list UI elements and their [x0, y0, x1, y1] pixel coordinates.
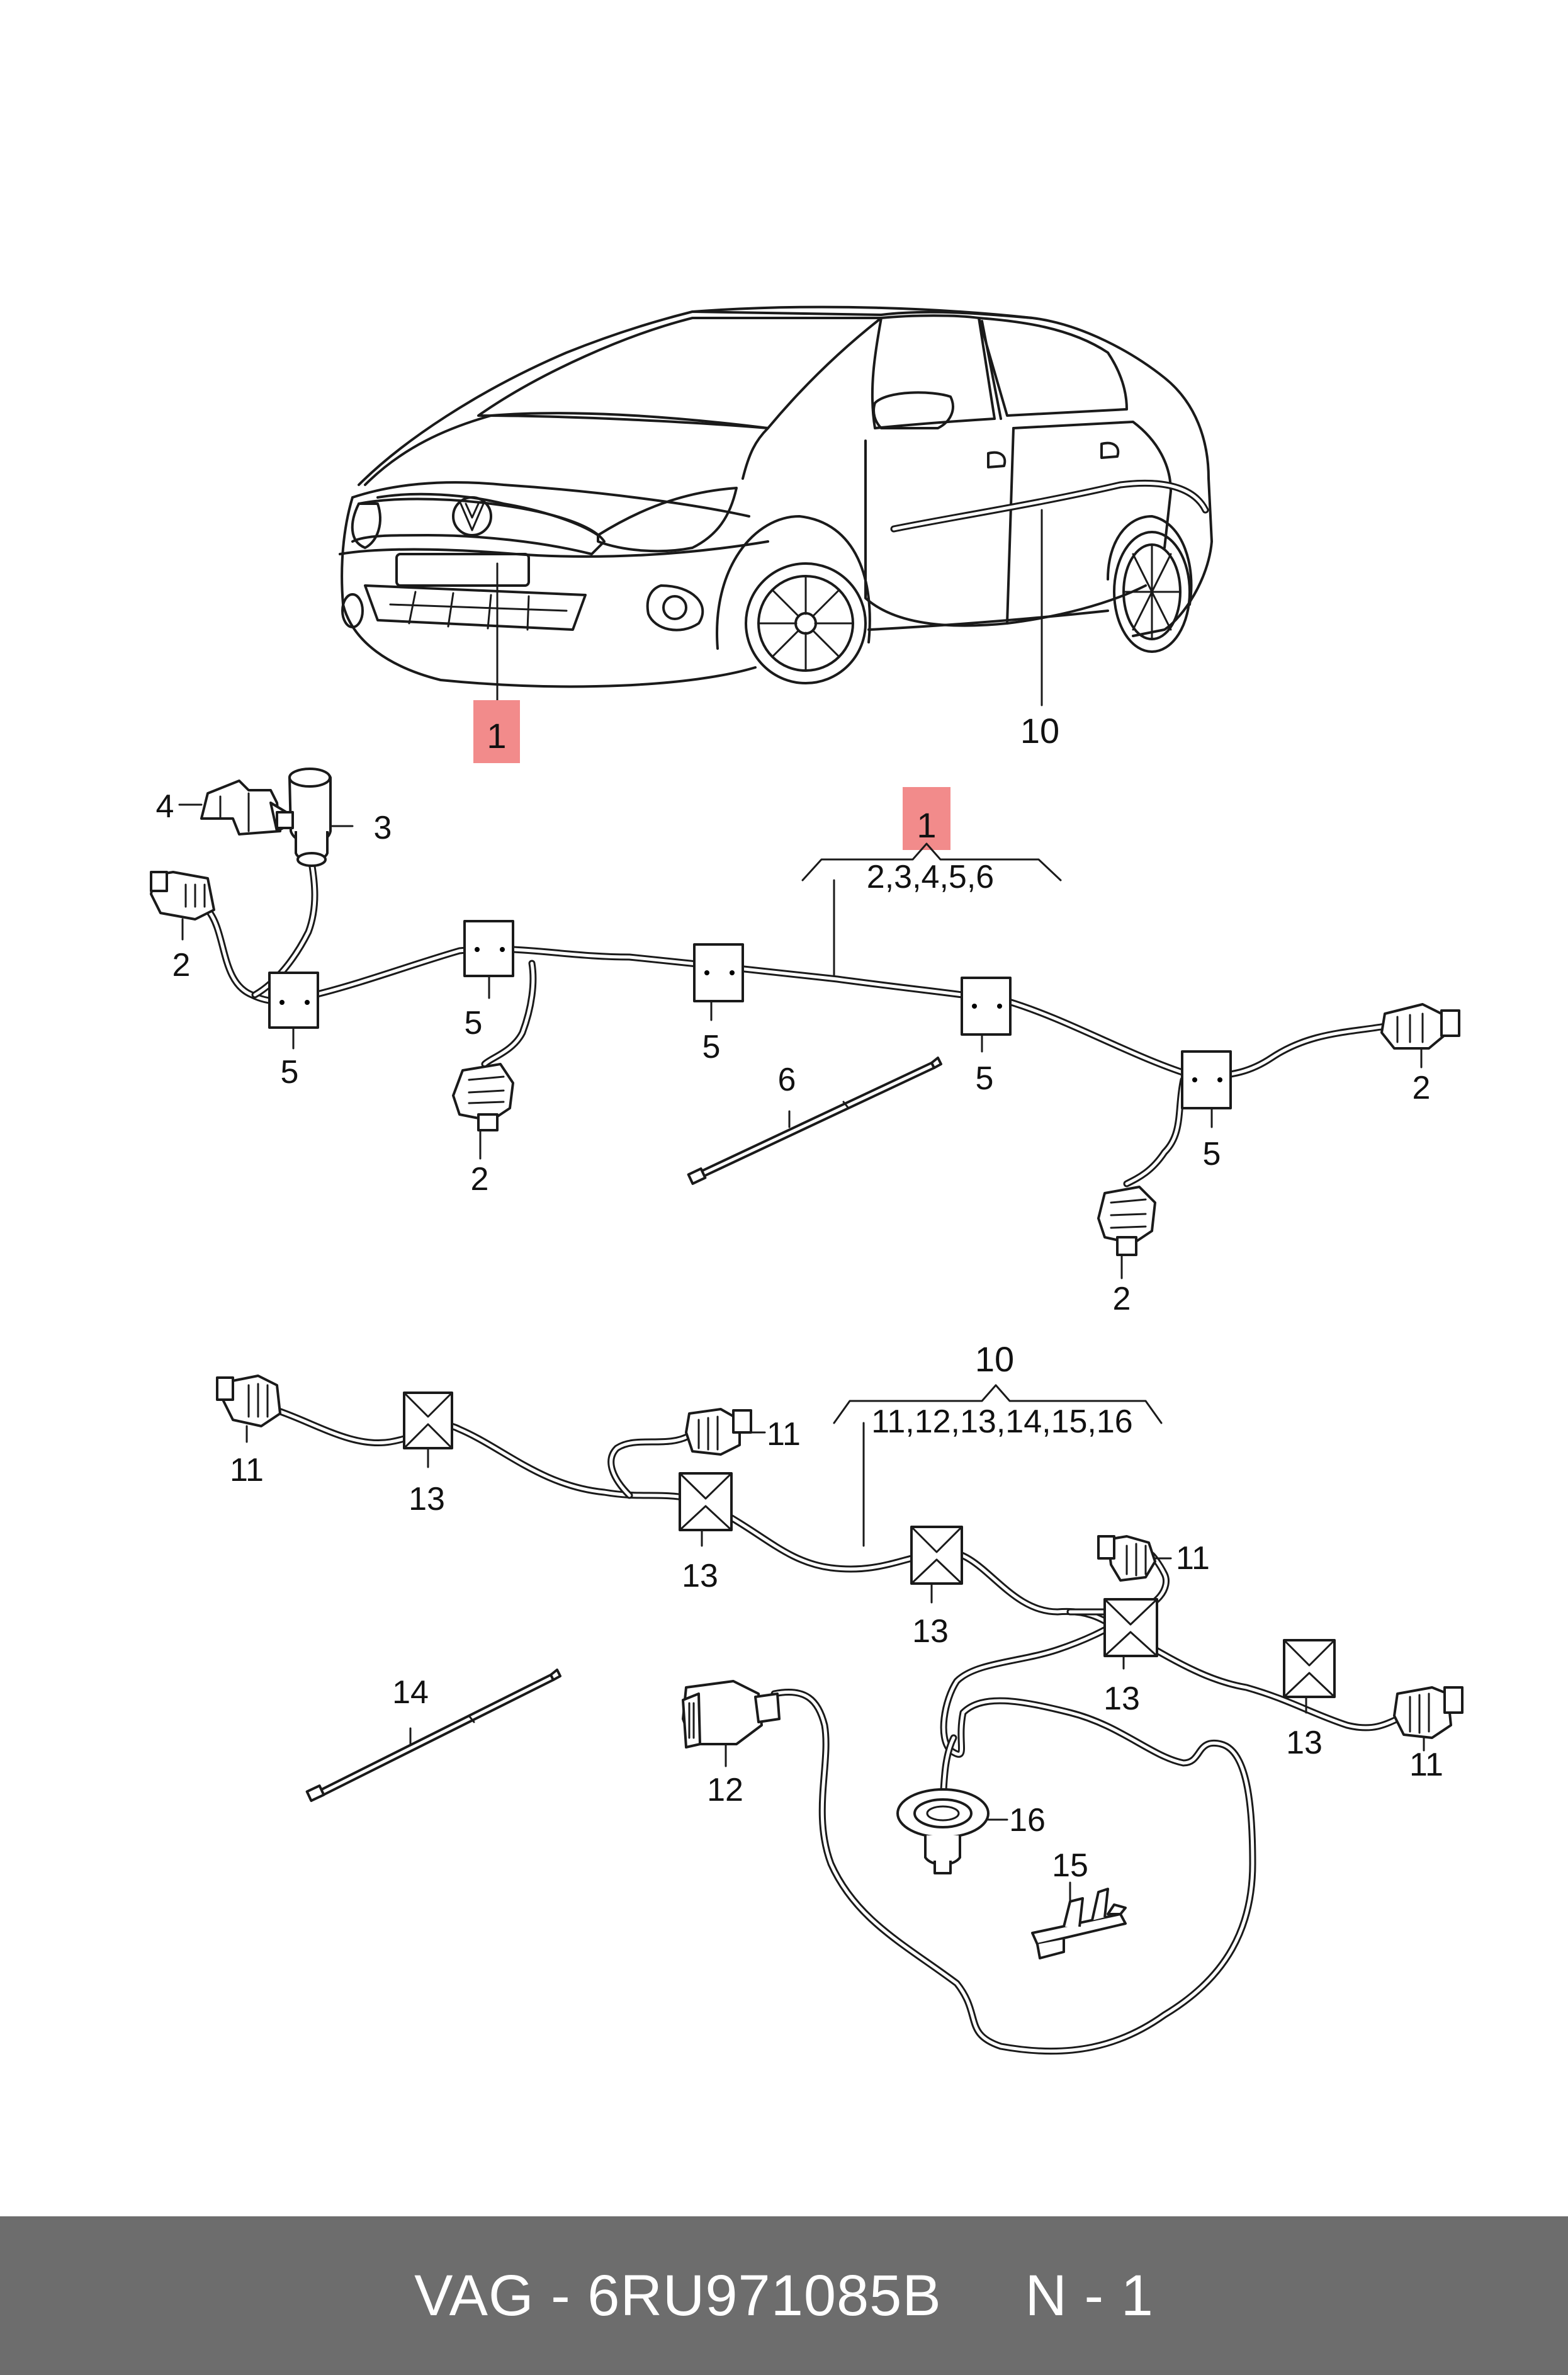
car-callouts: 1 10: [473, 509, 1059, 763]
tape-5-d: [961, 977, 1012, 1036]
adhesive-13-b: [679, 1472, 733, 1531]
callout-13-c: 13: [912, 1613, 949, 1650]
tape-5-e: [1181, 1050, 1232, 1109]
retaining-clip-15: [1031, 1888, 1127, 1959]
adhesive-13-e: [1283, 1639, 1336, 1698]
callout-12: 12: [707, 1772, 743, 1808]
callout-4: 4: [156, 788, 174, 825]
footer-bar: VAG - 6RU971085B N - 1: [0, 2216, 1568, 2375]
harness-front-sublist: 2,3,4,5,6: [867, 859, 994, 895]
callout-highlight-bumper: [473, 700, 520, 763]
connector-11-left: [216, 1375, 281, 1427]
callout-label-bumper: 1: [487, 716, 506, 756]
tape-5-a: [268, 972, 319, 1029]
callout-11-right: 11: [1409, 1747, 1443, 1783]
harness-rear-title: 10: [975, 1339, 1014, 1379]
part-number-label: VAG - 6RU971085B N - 1: [414, 2263, 1154, 2328]
callout-5-a: 5: [281, 1054, 299, 1091]
adhesive-13-c: [910, 1526, 963, 1585]
car-illustration: [339, 305, 1213, 688]
callout-2-middle: 2: [471, 1161, 489, 1198]
callout-15: 15: [1052, 1847, 1088, 1884]
callout-3: 3: [374, 810, 392, 846]
connector-2-middle: [452, 1063, 514, 1131]
callout-14: 14: [392, 1674, 429, 1711]
connector-11-right: [1393, 1686, 1464, 1739]
callout-6: 6: [778, 1062, 796, 1098]
connector-2-right: [1380, 1003, 1460, 1050]
callout-13-b: 13: [682, 1558, 718, 1594]
callout-11-left: 11: [230, 1452, 264, 1488]
parts-diagram: 1 10 1 2,3,4,5,6 4: [150, 305, 1464, 2055]
connector-12: [682, 1680, 781, 1749]
connector-2-lower-right: [1097, 1186, 1156, 1256]
rear-harness: 10 11,12,13,14,15,16 11: [216, 1339, 1464, 2055]
callout-2-left: 2: [172, 947, 191, 983]
connector-2-left: [150, 871, 215, 921]
callout-highlight-harness: [903, 787, 950, 850]
cable-tie-6: [687, 1057, 942, 1185]
callout-5-b: 5: [465, 1005, 483, 1041]
connector-11-upper-mid: [685, 1408, 752, 1456]
callout-2-right: 2: [1413, 1070, 1431, 1106]
harness-rear-sublist: 11,12,13,14,15,16: [871, 1403, 1132, 1440]
connector-11-right-mid: [1097, 1535, 1156, 1582]
callout-13-e: 13: [1286, 1725, 1323, 1761]
bracket-clip-4: [200, 779, 288, 836]
callout-5-e: 5: [1203, 1136, 1221, 1172]
tape-5-c: [693, 943, 744, 1002]
cable-tie-14: [305, 1669, 561, 1802]
callout-13-a: 13: [409, 1481, 445, 1517]
park-sensor-3: [276, 768, 332, 867]
callout-16: 16: [1009, 1802, 1046, 1839]
callout-13-d: 13: [1103, 1681, 1140, 1717]
callout-5-d: 5: [976, 1060, 994, 1097]
callout-5-c: 5: [702, 1029, 721, 1065]
front-harness: 1 2,3,4,5,6 4 3: [150, 768, 1460, 1317]
callout-11-right-mid: 11: [1176, 1540, 1210, 1577]
adhesive-13-a: [403, 1392, 453, 1449]
adhesive-13-d: [1103, 1598, 1158, 1657]
tape-5-b: [463, 920, 514, 977]
callout-2-lower-right: 2: [1113, 1281, 1131, 1317]
harness-front-title: 1: [917, 805, 936, 845]
grommet-16: [896, 1788, 990, 1874]
callout-label-sill: 10: [1020, 711, 1059, 751]
callout-11-upper-mid: 11: [767, 1416, 801, 1453]
